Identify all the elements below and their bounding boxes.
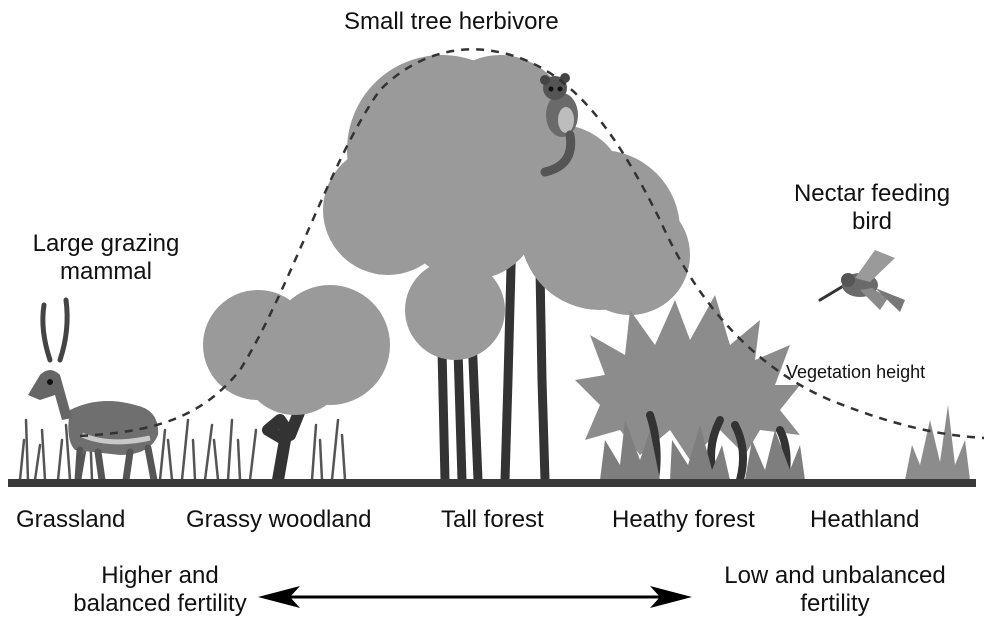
heathland-shrub <box>905 405 970 480</box>
small-tree-herbivore-label: Small tree herbivore <box>344 8 559 36</box>
hummingbird-icon <box>820 250 905 312</box>
heathy-forest-shrubs <box>575 295 805 480</box>
large-grazing-mammal-label: Large grazing mammal <box>6 230 206 286</box>
habitat-label-tall-forest: Tall forest <box>441 506 544 534</box>
habitat-label-grassy-woodland: Grassy woodland <box>186 506 371 534</box>
antelope-icon <box>28 300 158 480</box>
large-grazing-mammal-text: Large grazing mammal <box>33 230 180 285</box>
habitat-label-heathland: Heathland <box>810 506 919 534</box>
nectar-feeding-bird-text: Nectar feeding bird <box>794 180 950 235</box>
ground-line <box>8 479 976 487</box>
nectar-feeding-bird-label: Nectar feeding bird <box>772 180 972 236</box>
fertility-gradient-arrow <box>258 586 692 608</box>
fertility-right-label: Low and unbalanced fertility <box>700 562 970 618</box>
habitat-label-heathy-forest: Heathy forest <box>612 506 755 534</box>
fertility-left-text: Higher and balanced fertility <box>73 562 246 617</box>
fertility-left-label: Higher and balanced fertility <box>60 562 260 618</box>
vegetation-height-label: Vegetation height <box>786 358 925 386</box>
fertility-right-text: Low and unbalanced fertility <box>724 562 946 617</box>
habitat-label-grassland: Grassland <box>16 506 125 534</box>
